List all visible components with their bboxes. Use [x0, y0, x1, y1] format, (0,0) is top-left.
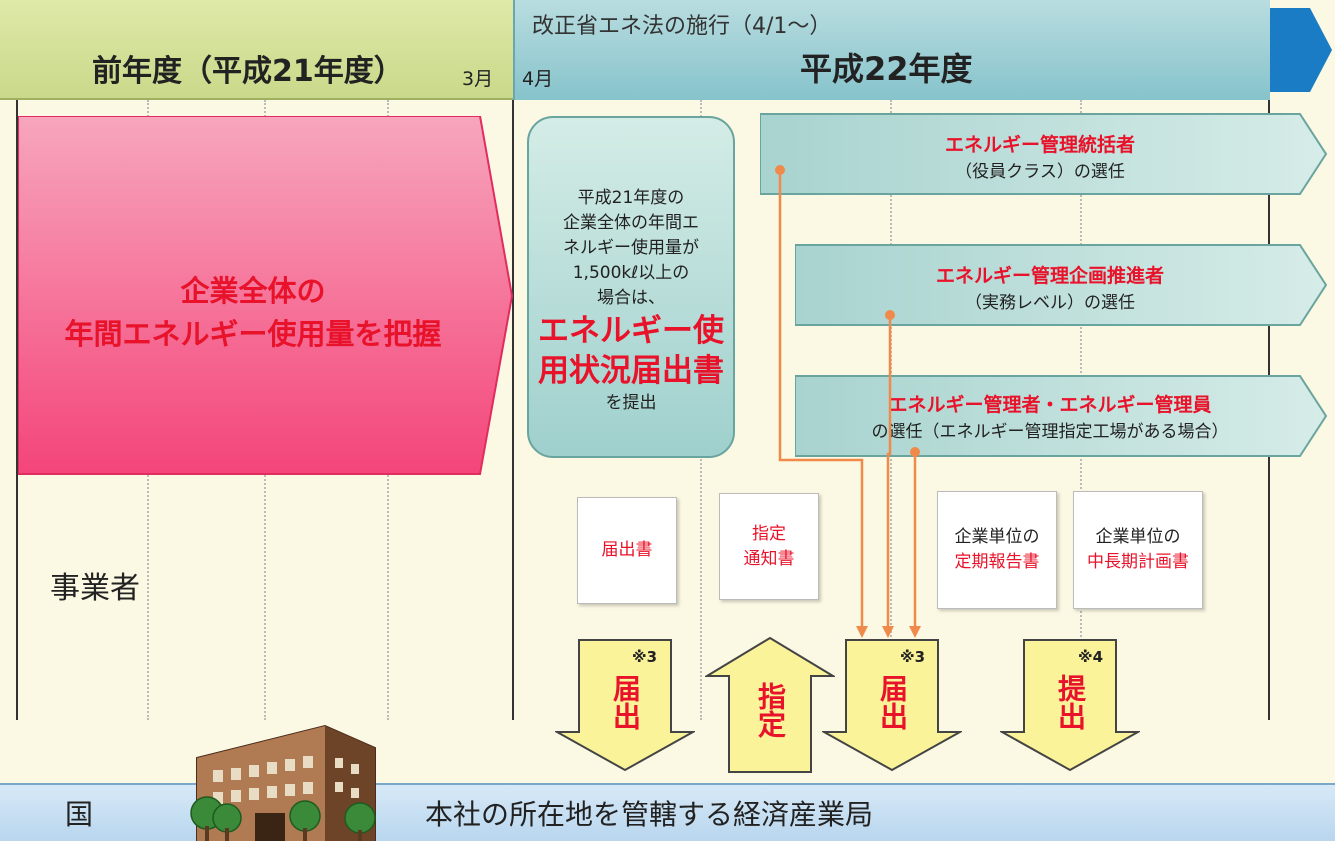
mid-long-term-plan-document: 企業単位の 中長期計画書 [1073, 491, 1203, 609]
notification-document: 届出書 [577, 497, 677, 604]
bar2-sub: （実務レベル）の選任 [965, 293, 1135, 313]
condition-big2: 用状況届出書 [538, 353, 724, 389]
doc2-line1: 指定 [752, 523, 786, 544]
condition-line1: 平成21年度の [577, 188, 685, 208]
arrow2-label: 指定 [754, 682, 787, 738]
bar3-title: エネルギー管理者・エネルギー管理員 [888, 394, 1212, 416]
doc3-line2: 定期報告書 [954, 552, 1040, 572]
header-current-year [513, 0, 1270, 100]
march-label: 3月 [462, 68, 494, 90]
april-label: 4月 [522, 68, 554, 90]
periodic-report-document: 企業単位の 定期報告書 [937, 491, 1057, 609]
bar3-sub: の選任（エネルギー管理指定工場がある場合） [871, 422, 1229, 442]
bar-planning-promoter [795, 244, 1328, 326]
bar1-title: エネルギー管理統括者 [944, 134, 1135, 156]
condition-line6: を提出 [605, 393, 657, 413]
arrow1-note: ※3 [632, 648, 658, 666]
usage-report-condition-box: 平成21年度の 企業全体の年間エ ネルギー使用量が 1,500kℓ以上の 場合は… [527, 116, 735, 458]
arrow3-label: 届出 [876, 674, 909, 730]
connector-lines [775, 165, 921, 638]
law-enforcement-note: 改正省エネ法の施行（4/1〜） [532, 14, 832, 39]
designation-notice-document: 指定 通知書 [719, 493, 819, 600]
bar1-sub: （役員クラス）の選任 [955, 162, 1125, 182]
arrow1-label: 届出 [609, 674, 642, 730]
doc1-label: 届出書 [601, 540, 653, 560]
submit-arrow-down-3 [1000, 639, 1140, 772]
office-building-icon [190, 724, 376, 841]
previous-year-label: 前年度（平成21年度） [92, 54, 404, 89]
doc4-line1: 企業単位の [1095, 527, 1181, 547]
condition-line3: ネルギー使用量が [563, 238, 699, 258]
pink-box-line2: 年間エネルギー使用量を把握 [64, 317, 442, 351]
designation-arrow-up [705, 636, 835, 773]
pink-box-line1: 企業全体の [180, 274, 326, 308]
doc4-line2: 中長期計画書 [1087, 552, 1189, 572]
doc2-line2: 通知書 [743, 548, 795, 569]
grasp-energy-usage-arrow [18, 116, 514, 475]
submit-arrow-down-1 [555, 639, 695, 772]
fiscal-year-boundary [512, 100, 514, 720]
bar-energy-managers [795, 375, 1328, 457]
condition-line2: 企業全体の年間エ [563, 213, 699, 233]
regional-bureau-label: 本社の所在地を管轄する経済産業局 [425, 798, 874, 831]
arrow4-label: 提出 [1054, 674, 1087, 730]
bar-general-manager [760, 113, 1328, 195]
condition-line4: 1,500kℓ以上の [572, 263, 690, 283]
current-year-label: 平成22年度 [800, 50, 973, 88]
timeline-arrow-icon [1270, 8, 1332, 92]
timeline-left-border [16, 100, 18, 720]
condition-line5: 場合は、 [597, 288, 665, 308]
condition-big1: エネルギー使 [538, 313, 724, 349]
doc3-line1: 企業単位の [954, 527, 1040, 547]
header-previous-year [0, 0, 513, 100]
submit-arrow-down-2 [822, 639, 962, 772]
country-label: 国 [65, 798, 94, 831]
arrow4-note: ※4 [1078, 648, 1104, 666]
bar2-title: エネルギー管理企画推進者 [935, 265, 1164, 287]
arrow3-note: ※3 [900, 648, 926, 666]
business-operator-label: 事業者 [50, 571, 140, 606]
